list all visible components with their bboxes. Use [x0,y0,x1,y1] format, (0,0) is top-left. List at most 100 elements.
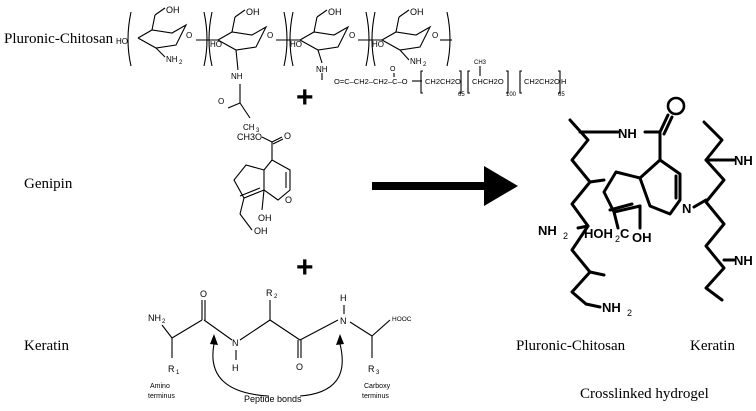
nh2-1: NH [166,55,178,64]
carboxy-terminus-line1: Carboxy [364,383,391,390]
peo1-unit: CH2CH2O [425,77,461,86]
product-ring-n: N [682,201,691,216]
bracket-left-4 [371,11,376,67]
oh-3: OH [328,7,342,17]
product-hoh2c-sub: 2 [615,234,620,244]
nh2-4: NH [410,57,422,66]
keratin-o1: O [200,289,207,299]
bracket-left-3 [289,11,294,67]
product-hoh2c: HOH [584,226,613,241]
ester-o: O [390,66,396,73]
oh-4: OH [410,7,424,17]
peo2-unit: CH2CH2O [524,77,560,86]
product-nh2-b: NH [602,300,621,315]
plus-sign-top: + [296,81,314,114]
peo1-count: 65 [458,92,465,98]
chitosan-ring-1: OH NH 2 HO O [116,5,192,66]
keratin-r3-sub: 3 [376,370,380,376]
product-carbonyl-o-glyph [666,96,686,116]
keratin-h1: H [232,363,239,373]
label-product-pluronic-chitosan: Pluronic-Chitosan [516,338,626,354]
carbonyl-o-2: O [218,97,224,106]
bracket-left-1 [127,11,132,67]
genipin-carbonyl-o: O [284,131,291,141]
ho-1: HO [116,37,128,46]
peo2-bracket-r [558,70,561,94]
nh-3: NH [316,65,328,74]
genipin-structure: CH3O O O OH OH [233,131,292,236]
chitosan-ring-3: OH NH HO O [276,7,355,74]
pluronic-side-chain: O=C–CH2–CH2–C–O O CH2CH2O 65 CHCH2O CH3 … [321,60,566,98]
keratin-r2: R [266,288,273,298]
bracket-right-1 [203,11,208,67]
ppo-bracket-l [467,70,470,94]
ppo-count: 100 [506,92,517,98]
keratin-nh2: NH [148,313,161,323]
ppo-unit: CHCH2O [472,77,504,86]
nh-2: NH [231,72,243,81]
peptide-bonds-label: Peptide bonds [244,394,302,404]
ho-2: HO [210,40,222,49]
ho-4: HO [372,40,384,49]
bracket-right-2 [283,11,288,67]
genipin-ring-o: O [285,195,292,205]
keratin-n1: N [232,338,239,348]
peo1-bracket-l [420,70,423,94]
chitosan-ring-2: OH NH O CH 3 HO O [196,7,273,134]
bracket-right-4 [446,11,451,67]
oh-1: OH [166,5,180,15]
label-genipin: Genipin [24,176,73,192]
product-nh2-c: NH [734,153,753,168]
reaction-arrow [372,166,518,206]
ho-3: HO [290,40,302,49]
peptide-arrow-right [299,343,343,397]
keratin-o2: O [296,362,303,372]
methyl-2: CH [243,123,255,132]
keratin-r1: R [168,364,175,374]
amino-terminus-line2: terminus [148,393,175,400]
o-ring-4: O [432,31,438,40]
label-keratin: Keratin [24,338,69,354]
keratin-h2: H [340,293,347,303]
product-nh2-d: NH [734,253,753,268]
side-chain-ester: O=C–CH2–CH2–C–O [334,77,408,86]
carboxy-terminus-line2: terminus [362,393,389,400]
product-amide-nh: NH [618,126,637,141]
keratin-hooc: HOOC [392,316,412,323]
peptide-arrow-left [212,343,269,397]
nh2-4-sub: 2 [423,62,427,68]
terminal-h: H [561,77,566,86]
ppo-methyl: CH3 [474,60,487,66]
genipin-oh: OH [258,213,272,223]
keratin-r1-sub: 1 [176,370,180,376]
keratin-n2: N [340,316,347,326]
bracket-right-3 [365,11,370,67]
o-ring-1: O [186,31,192,40]
keratin-r3: R [368,364,375,374]
oh-2: OH [246,7,260,17]
genipin-oh-ch2: OH [254,226,268,236]
label-crosslinked-hydrogel: Crosslinked hydrogel [580,386,709,402]
product-nh2-a-sub: 2 [563,231,568,241]
plus-sign-bottom: + [296,251,314,284]
amino-terminus-line1: Amino [150,383,170,390]
genipin-methoxy: CH3O [237,132,262,142]
nh2-1-sub: 2 [179,60,183,66]
keratin-r2-sub: 2 [274,294,278,300]
keratin-nh2-sub: 2 [162,319,166,325]
bracket-left-2 [208,11,213,67]
product-hoh2c-c: C [620,226,630,241]
chitosan-ring-4: OH NH 2 HO O [358,7,452,68]
o-ring-3: O [349,31,355,40]
product-nh2-a: NH [538,223,557,238]
keratin-structure: NH 2 R 1 O N H R 2 O N H HOOC R 3 [148,288,412,404]
ppo-bracket-r [506,70,509,94]
product-nh2-b-sub: 2 [627,308,632,318]
methyl-2-sub: 3 [256,128,260,134]
label-product-keratin: Keratin [690,338,735,354]
peo2-count: 65 [558,92,565,98]
label-pluronic-chitosan: Pluronic-Chitosan [4,31,114,47]
o-ring-2: O [267,31,273,40]
peo1-bracket-r [459,70,462,94]
